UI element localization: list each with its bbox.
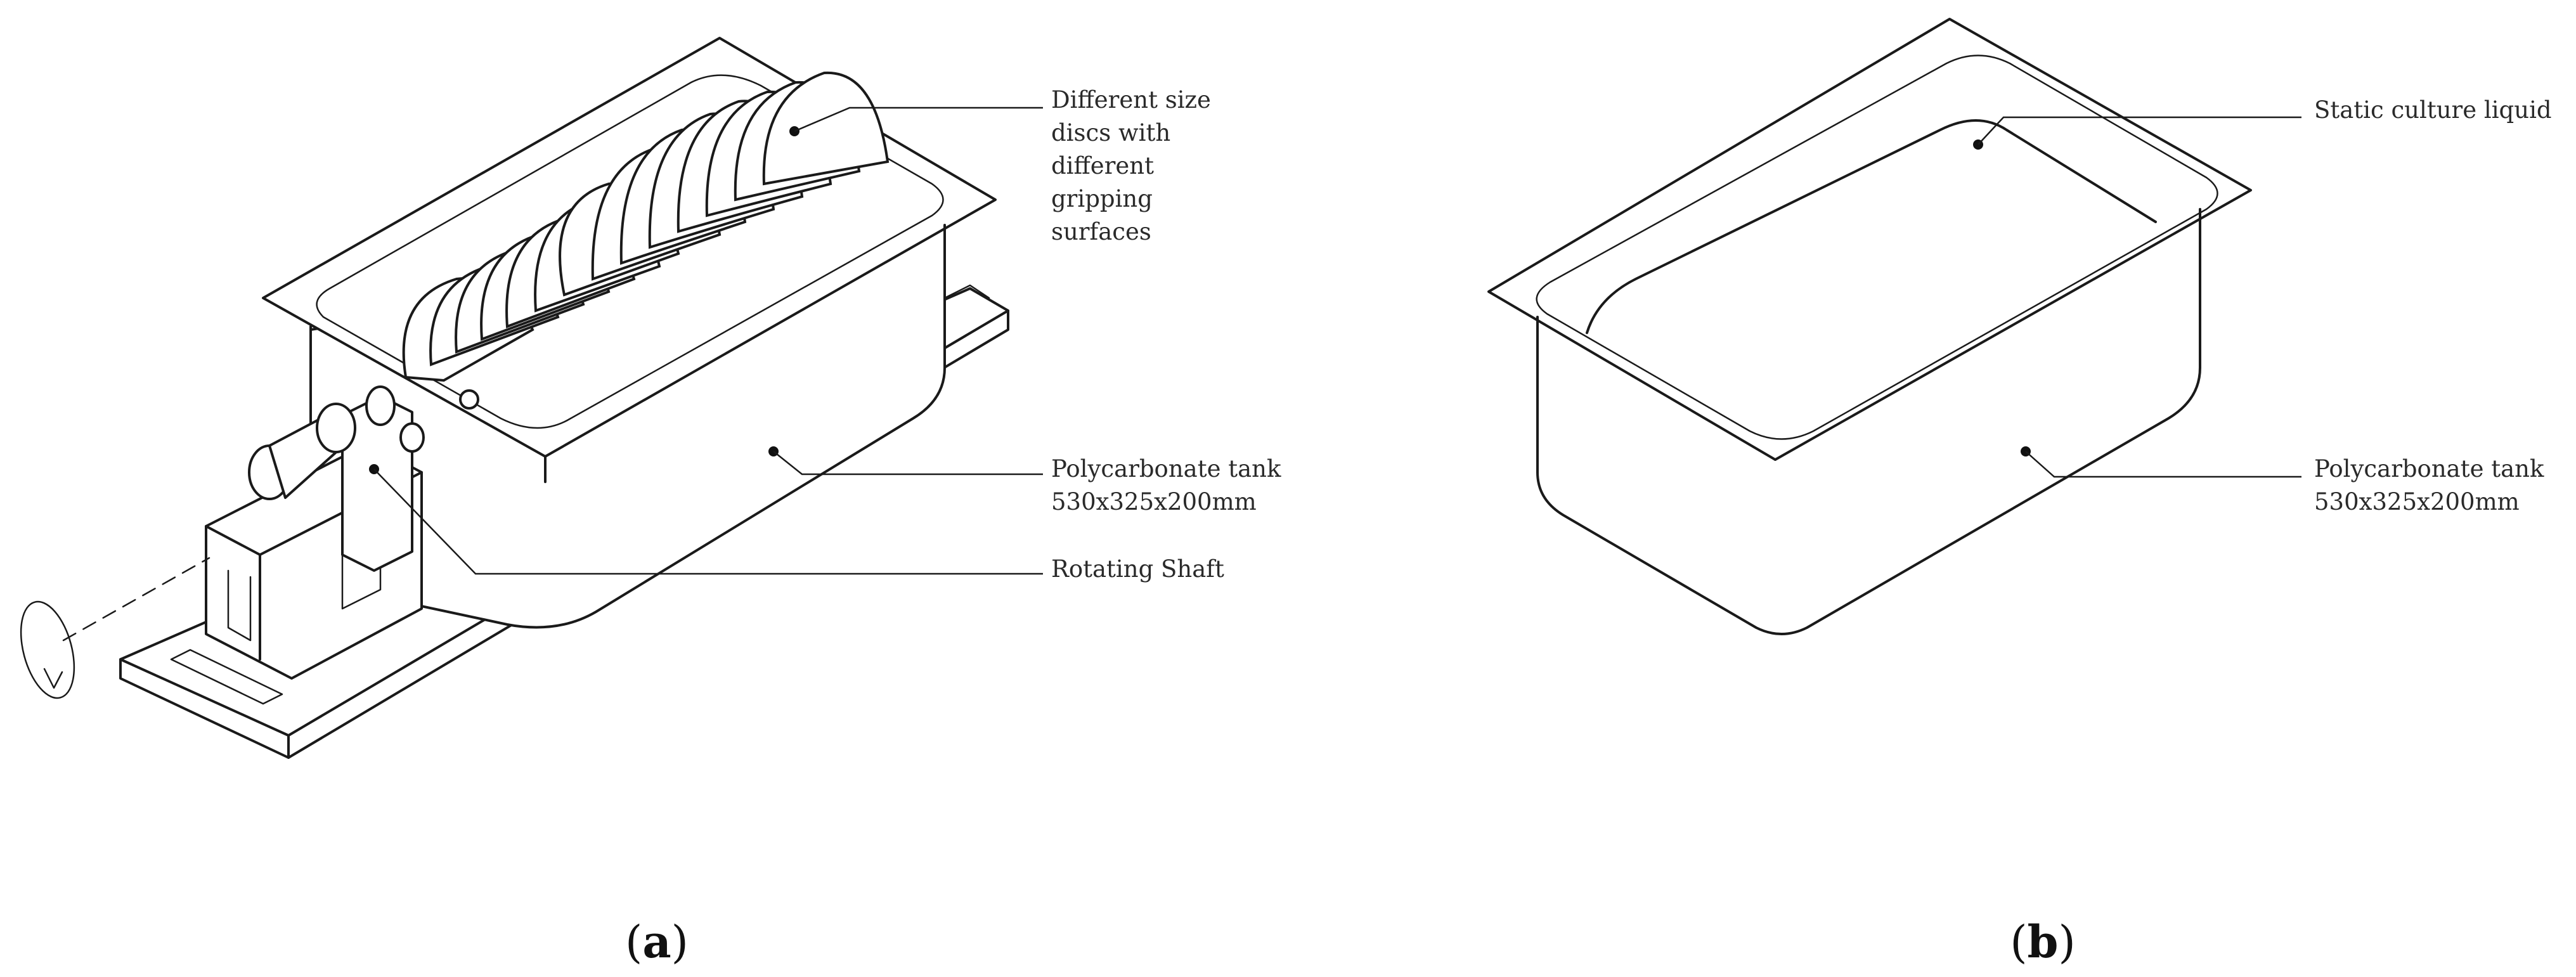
callout-tank-b-line-1: Polycarbonate tank	[2314, 455, 2544, 482]
tank-b	[1487, 18, 2252, 635]
callout-shaft: Rotating Shaft	[1051, 555, 1224, 583]
rotation-arrow	[20, 557, 210, 699]
callout-tank-b-line-2: 530x325x200mm	[2314, 488, 2520, 515]
callout-discs-line-5: surfaces	[1051, 218, 1151, 245]
leaders-b	[1973, 116, 2301, 478]
callout-shaft-line-1: Rotating Shaft	[1051, 555, 1224, 583]
callout-tank-a: Polycarbonate tank 530x325x200mm	[1051, 455, 1288, 515]
discs	[402, 71, 890, 410]
callout-discs-line-2: discs with	[1051, 119, 1170, 146]
callout-tank-a-line-1: Polycarbonate tank	[1051, 455, 1281, 482]
callout-discs-line-4: gripping	[1051, 185, 1153, 212]
callout-tank-b: Polycarbonate tank 530x325x200mm	[2314, 455, 2551, 515]
callout-liquid-line-1: Static culture liquid	[2314, 96, 2552, 124]
leaders-a	[369, 107, 1043, 575]
panel-label-a: (a)	[625, 916, 689, 968]
callout-discs-line-3: different	[1051, 152, 1154, 179]
callout-liquid: Static culture liquid	[2314, 96, 2552, 124]
callout-tank-a-line-2: 530x325x200mm	[1051, 488, 1257, 515]
callout-discs: Different size discs with different grip…	[1051, 86, 1219, 245]
drive-assembly	[205, 385, 425, 680]
panel-a: Different size discs with different grip…	[20, 37, 1288, 968]
callout-discs-line-1: Different size	[1051, 86, 1211, 113]
panel-label-b: (b)	[2010, 916, 2076, 968]
panel-b: Static culture liquid Polycarbonate tank…	[1487, 18, 2552, 968]
